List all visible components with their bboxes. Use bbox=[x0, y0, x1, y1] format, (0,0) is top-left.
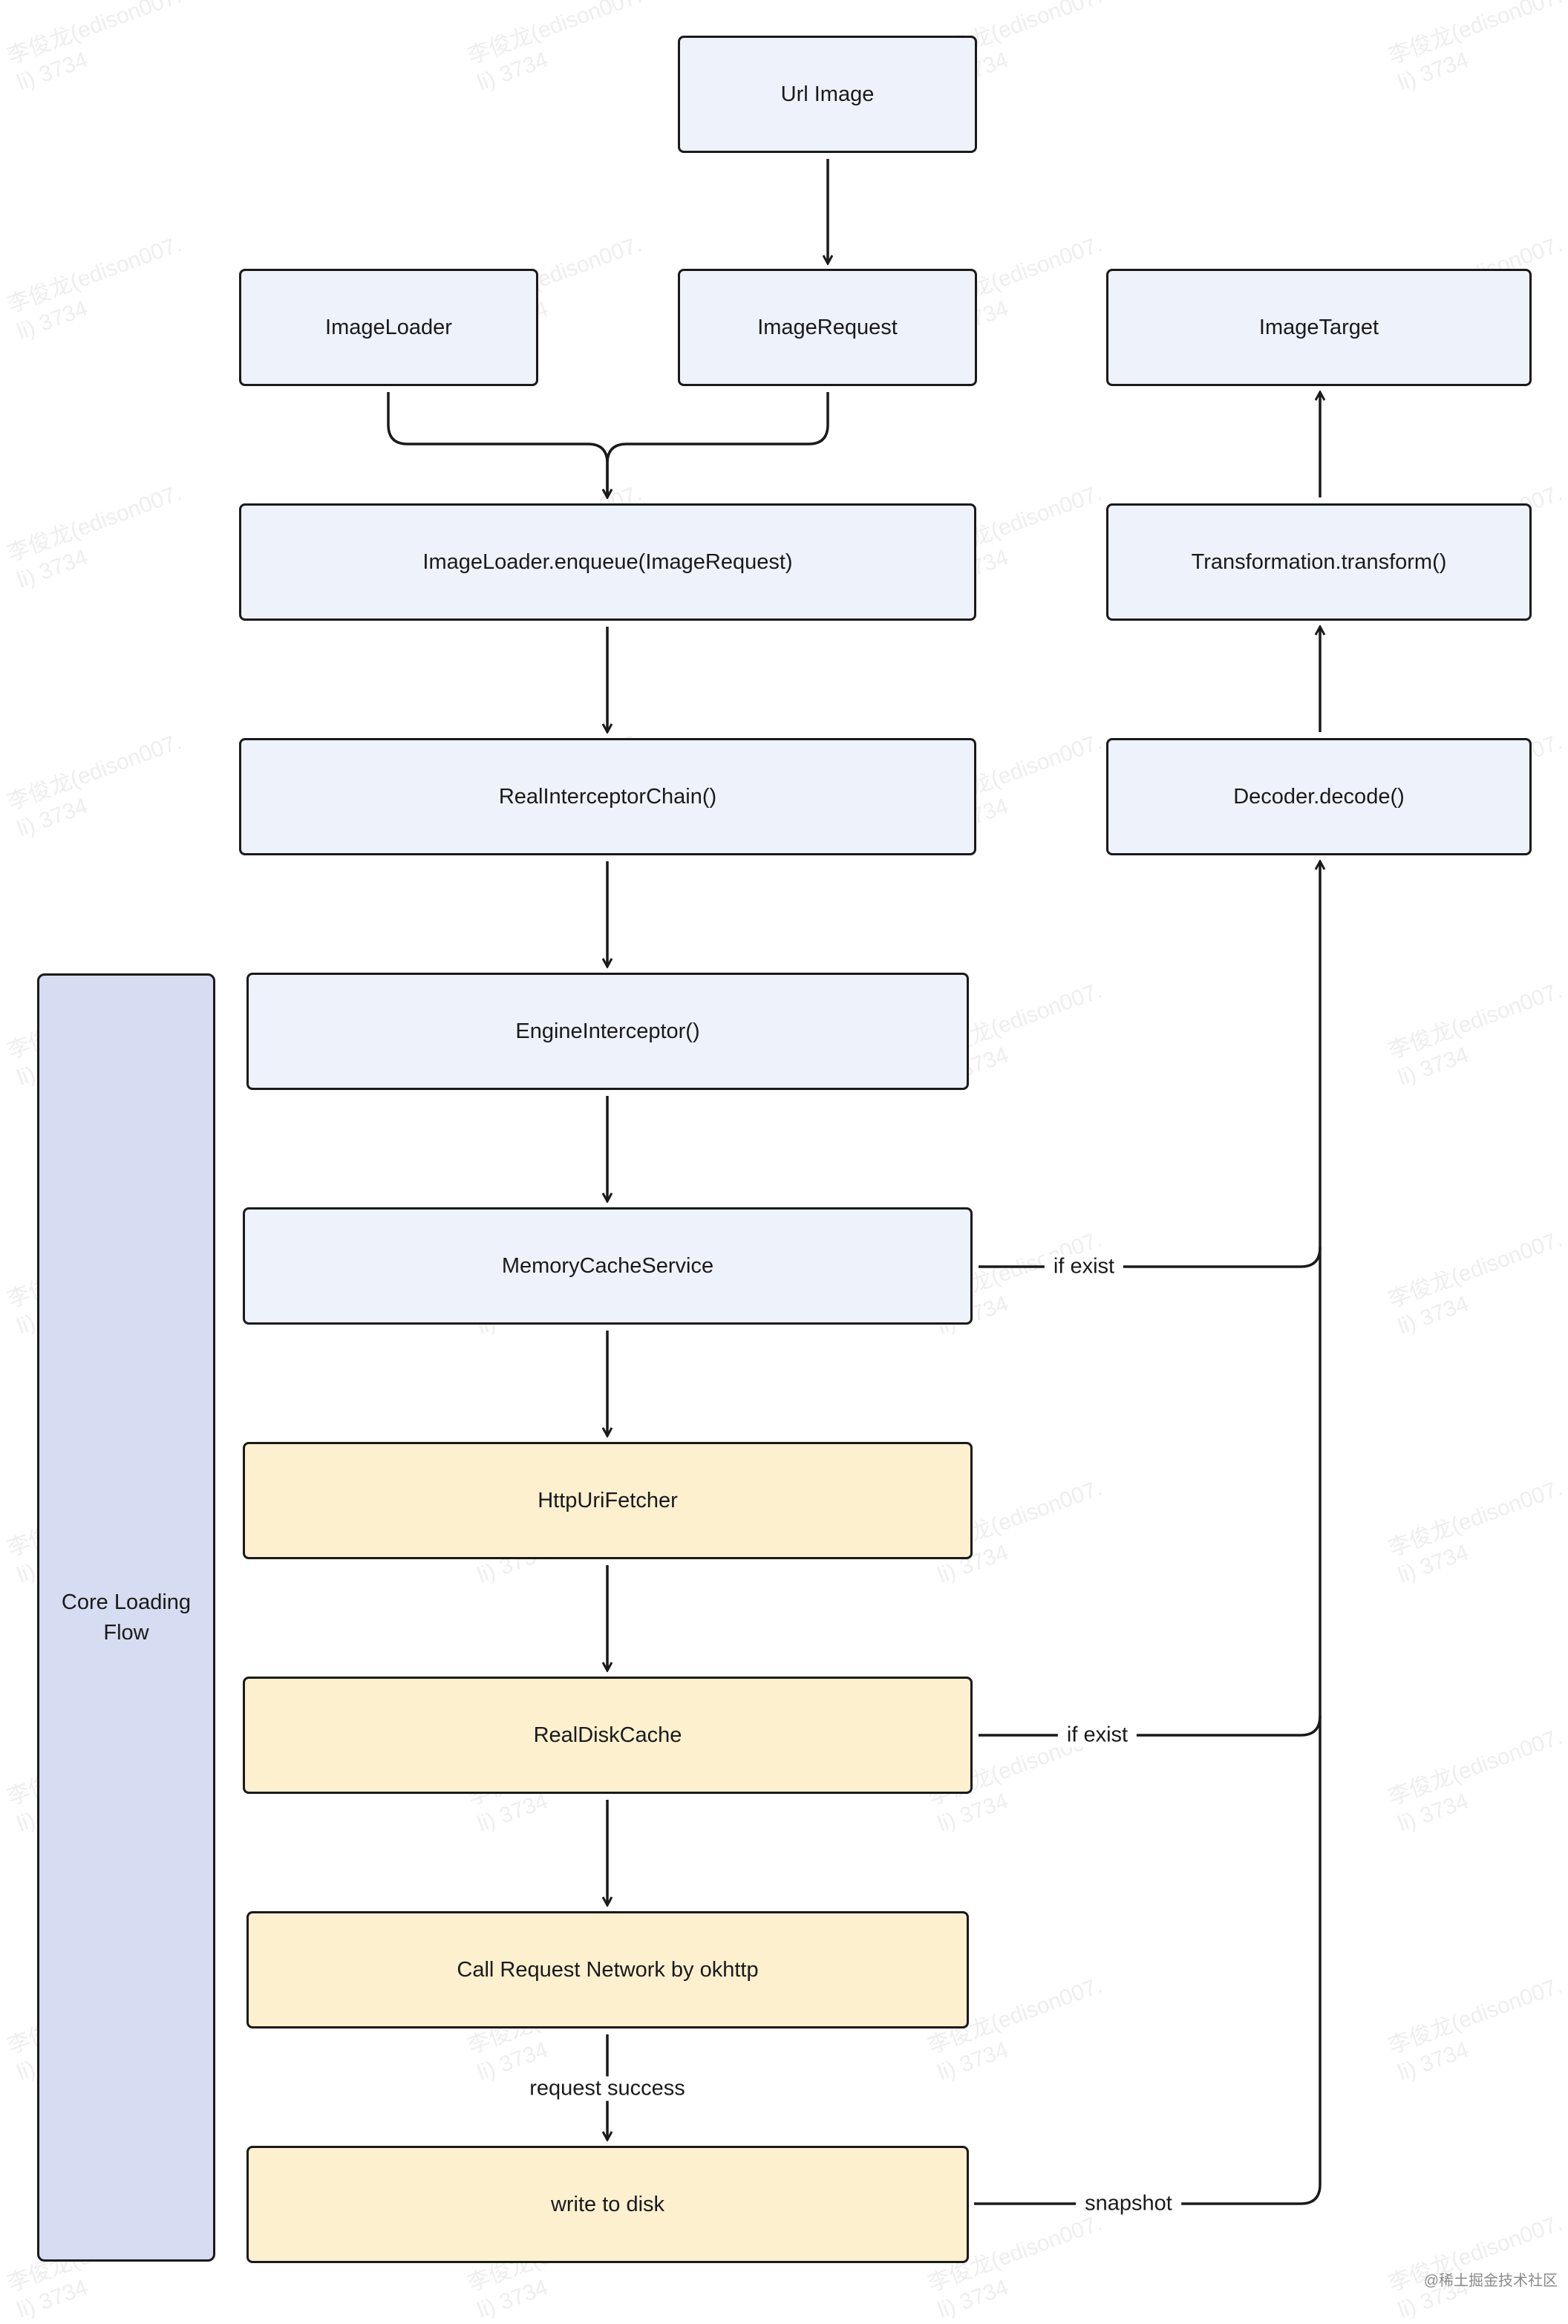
node-label: ImageLoader bbox=[325, 315, 452, 339]
node-image-loader: ImageLoader bbox=[239, 269, 538, 386]
node-label: ImageRequest bbox=[757, 315, 898, 339]
arrow-memory-to-decoder bbox=[979, 861, 1320, 1268]
node-label: write to disk bbox=[550, 2192, 665, 2216]
node-url-image: Url Image bbox=[678, 36, 977, 153]
edge-label-request-success: request success bbox=[520, 2076, 694, 2101]
node-label: Transformation.transform() bbox=[1191, 549, 1447, 574]
arrow-write-to-decoder bbox=[974, 1716, 1322, 2205]
arrow-request-to-enqueue bbox=[607, 392, 829, 497]
footer-credit: @稀土掘金技术社区 bbox=[1423, 2273, 1558, 2289]
node-label: Call Request Network by okhttp bbox=[457, 1957, 759, 1982]
node-label: EngineInterceptor() bbox=[515, 1019, 700, 1043]
node-label: ImageTarget bbox=[1258, 315, 1379, 339]
arrow-disk-to-decoder bbox=[979, 1247, 1322, 1737]
node-write-disk: write to disk bbox=[246, 2146, 969, 2263]
node-http-fetcher: HttpUriFetcher bbox=[243, 1442, 973, 1559]
group-label-line2: Flow bbox=[103, 1620, 149, 1645]
node-label: HttpUriFetcher bbox=[538, 1488, 678, 1512]
node-label: Url Image bbox=[780, 82, 875, 106]
node-label: RealDiskCache bbox=[533, 1723, 682, 1747]
edge-label-memory-exist: if exist bbox=[1044, 1254, 1124, 1279]
node-enqueue: ImageLoader.enqueue(ImageRequest) bbox=[239, 503, 976, 621]
node-label: MemoryCacheService bbox=[501, 1253, 714, 1278]
node-image-request: ImageRequest bbox=[678, 269, 977, 386]
node-network: Call Request Network by okhttp bbox=[246, 1911, 969, 2028]
edge-label-snapshot: snapshot bbox=[1076, 2191, 1181, 2216]
node-engine-interceptor: EngineInterceptor() bbox=[246, 973, 969, 1090]
node-image-target: ImageTarget bbox=[1106, 269, 1532, 386]
node-disk-cache: RealDiskCache bbox=[243, 1677, 973, 1794]
node-label: RealInterceptorChain() bbox=[498, 784, 717, 809]
edge-label-disk-exist: if exist bbox=[1057, 1723, 1137, 1748]
core-loading-flow-group: Core Loading Flow bbox=[37, 973, 215, 2262]
node-memory-cache: MemoryCacheService bbox=[243, 1207, 973, 1325]
node-decoder: Decoder.decode() bbox=[1106, 738, 1532, 855]
arrow-loader-to-enqueue bbox=[387, 392, 607, 497]
node-label: ImageLoader.enqueue(ImageRequest) bbox=[422, 549, 793, 574]
node-label: Decoder.decode() bbox=[1233, 784, 1405, 809]
node-interceptor-chain: RealInterceptorChain() bbox=[239, 738, 976, 855]
group-label-line1: Core Loading bbox=[61, 1590, 192, 1614]
node-transform: Transformation.transform() bbox=[1106, 503, 1532, 621]
